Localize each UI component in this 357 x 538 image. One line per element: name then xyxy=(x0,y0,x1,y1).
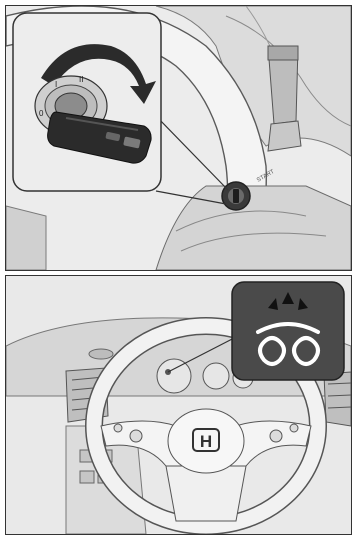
position-0-label: 0 xyxy=(39,109,44,118)
position-2-label: II xyxy=(79,75,83,84)
ignition-scene: START 0 I II xyxy=(6,6,351,270)
dashboard-scene: H xyxy=(6,276,351,534)
ignition-illustration-panel: START 0 I II xyxy=(5,5,352,271)
console-button xyxy=(80,471,94,483)
ignition-callout: 0 I II xyxy=(13,13,161,191)
wheel-button xyxy=(114,424,122,432)
position-1-label: I xyxy=(55,80,57,89)
wheel-button xyxy=(290,424,298,432)
wheel-button xyxy=(270,430,282,442)
ignition-switch-icon xyxy=(222,182,250,210)
speaker-grille xyxy=(89,349,113,359)
dashboard-indicator-panel: H xyxy=(5,275,352,535)
wheel-button xyxy=(130,430,142,442)
wiper-stalk xyxy=(268,46,301,151)
indicator-callout xyxy=(232,282,344,380)
brand-badge: H xyxy=(200,432,212,451)
